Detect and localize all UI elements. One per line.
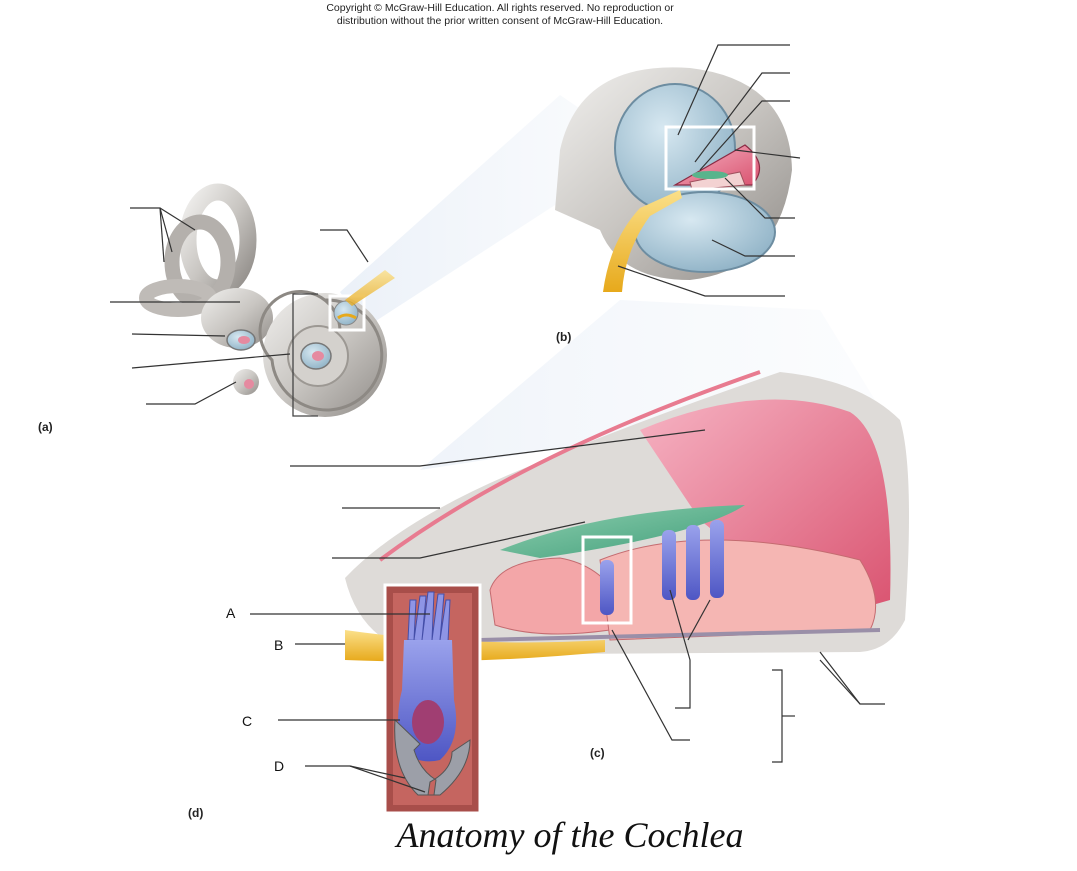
cochlea-bracket [292,293,318,417]
panel-label-d: (d) [188,806,204,820]
callout-section-preview [333,300,359,326]
leader-lines-c [290,429,885,763]
outer-hair-cell-3 [710,520,724,598]
cochlea-cross-section [555,67,792,292]
label-D: D [274,758,285,774]
inner-hair-cell [600,560,614,615]
semicircular-canal-lateral [139,279,217,317]
duct-callout-box [664,125,756,191]
cochlear-nerve-b [603,190,682,292]
panel-label-b: (b) [556,330,572,344]
leader-lines-a [110,207,369,405]
inner-ear-illustration [139,183,395,417]
cochlear-duct-inner [312,351,324,361]
outer-hair-cell-1 [662,530,676,600]
stereocilia [407,591,451,643]
support-cells [599,539,877,641]
basilar-membrane [479,628,881,642]
label-C: C [242,713,253,729]
vestibule [201,288,273,348]
tectorial-membrane [500,505,745,558]
vestibular-membrane [378,370,761,562]
inner-hair-cell-box [581,535,633,625]
hair-cell-closeup [383,583,482,815]
zoom-beam-b-to-c [420,300,875,470]
vestibule-section-inner [238,336,250,344]
section-callout-box [328,294,366,332]
leader-lines-d [250,613,430,793]
label-B: B [274,637,284,653]
tectorial-membrane-b [692,171,728,179]
panel-label-a: (a) [38,420,53,434]
copyright-line-2: distribution without the prior written c… [336,15,664,27]
panel-label-c: (c) [590,746,605,760]
callout-section-nerve [337,313,357,320]
leader-lines-b [617,44,801,297]
round-window-inner [244,379,254,389]
copyright-line-1: Copyright © McGraw-Hill Education. All r… [326,2,674,14]
cochlear-nerve-small [345,270,395,306]
copyright-notice: Copyright © McGraw-Hill Education. All r… [250,2,750,28]
outer-hair-cell-2 [686,525,700,600]
cochlea-spiral-line [258,289,384,412]
label-A: A [226,605,236,621]
figure-title: Anatomy of the Cochlea [396,815,744,855]
supporting-nerve-fibers [394,718,471,796]
hair-cell-nucleus [412,700,444,744]
organ-of-corti-illustration [345,370,909,662]
